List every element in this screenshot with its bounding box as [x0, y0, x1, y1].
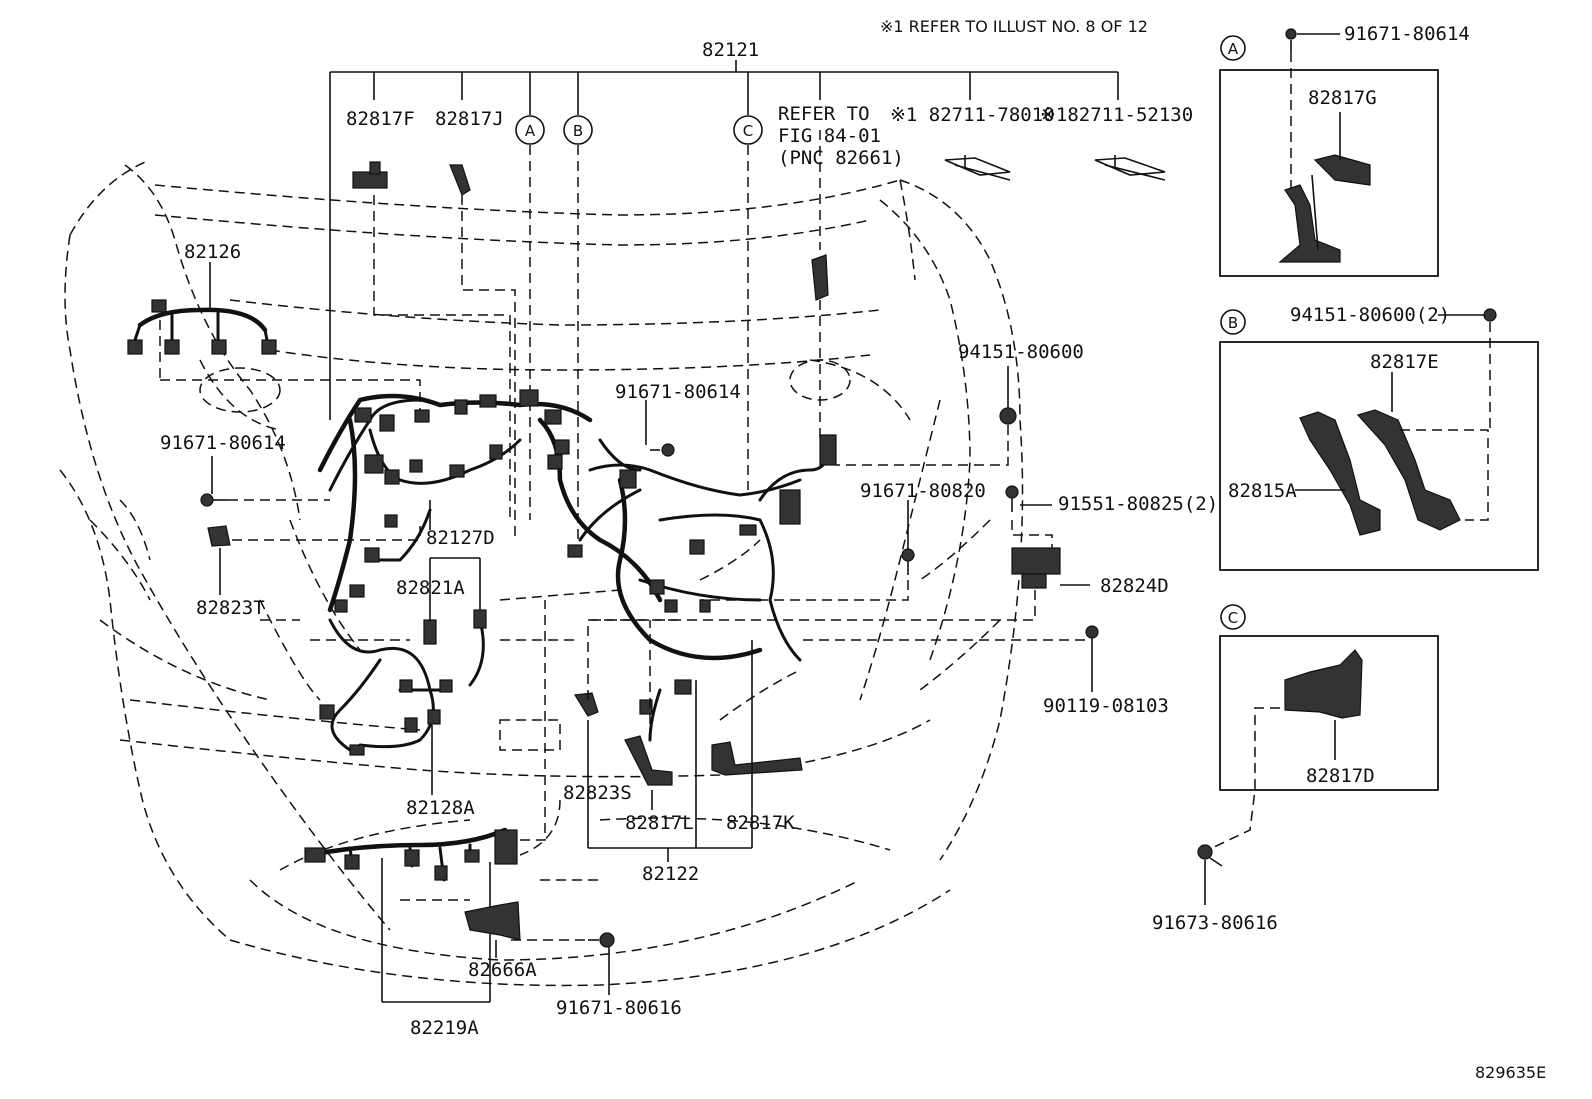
part-82666A — [464, 901, 521, 958]
label-91671-80616: 91671-80616 — [556, 997, 682, 1019]
part-82711-52130 — [1094, 155, 1166, 181]
header-note: ※1 REFER TO ILLUST NO. 8 OF 12 — [880, 17, 1148, 36]
label-82122: 82122 — [642, 863, 699, 885]
part-82711-78010 — [944, 155, 1011, 181]
harness-82126 — [127, 262, 277, 355]
part-82824D — [590, 520, 1090, 621]
label-82817K: 82817K — [726, 812, 795, 834]
svg-text:A: A — [1228, 40, 1239, 58]
bracket-82127D-82821A — [423, 500, 487, 645]
part-82817F — [352, 161, 388, 189]
inset-b — [1219, 308, 1539, 571]
label-refer-to-1: REFER TO — [778, 103, 870, 125]
label-ref1-82711-52130: ※182711-52130 — [1040, 104, 1193, 126]
label-91551-80825-2: 91551-80825(2) — [1058, 493, 1218, 515]
parts-82122-group — [573, 619, 803, 862]
harness-82121-bracket — [329, 60, 1119, 420]
label-82128A: 82128A — [406, 797, 475, 819]
label-91671-80614-top: 91671-80614 — [1344, 23, 1470, 45]
label-82121: 82121 — [702, 39, 759, 61]
label-82817J: 82817J — [435, 108, 504, 130]
callout-a-main: A — [515, 115, 545, 145]
label-82666A: 82666A — [468, 959, 537, 981]
callout-c-main: C — [733, 115, 763, 145]
label-82815A: 82815A — [1228, 480, 1297, 502]
label-94151-80600-2: 94151-80600(2) — [1290, 304, 1450, 326]
label-82817G: 82817G — [1308, 87, 1377, 109]
svg-text:B: B — [1228, 314, 1238, 332]
label-91671-80820: 91671-80820 — [860, 480, 986, 502]
label-82817F: 82817F — [346, 108, 415, 130]
harness-82219A — [304, 600, 546, 1003]
svg-text:C: C — [743, 122, 753, 140]
inset-c — [1197, 635, 1439, 905]
svg-text:C: C — [1228, 609, 1238, 627]
label-82824D: 82824D — [1100, 575, 1169, 597]
label-82817E: 82817E — [1370, 351, 1439, 373]
part-82817J — [449, 164, 471, 196]
label-82127D: 82127D — [426, 527, 495, 549]
part-refer-82661 — [811, 254, 829, 301]
fasteners-main — [200, 366, 1099, 995]
label-82823T: 82823T — [196, 597, 265, 619]
label-91671-80614-left: 91671-80614 — [160, 432, 286, 454]
label-82126: 82126 — [184, 241, 241, 263]
label-82817D: 82817D — [1306, 765, 1375, 787]
top-leaders — [159, 130, 821, 560]
label-91671-80614-mid: 91671-80614 — [615, 381, 741, 403]
label-82817L: 82817L — [625, 812, 694, 834]
label-refer-to-3: (PNC 82661) — [778, 147, 904, 169]
callout-b-inset: B — [1220, 309, 1246, 335]
label-91673-80616: 91673-80616 — [1152, 912, 1278, 934]
harness-connectors — [319, 389, 837, 756]
label-ref1-82711-78010: ※1 82711-78010 — [890, 104, 1055, 126]
engine-bay-outline — [59, 159, 1024, 987]
callout-a-inset: A — [1220, 35, 1246, 61]
label-refer-to-2: FIG 84-01 — [778, 125, 881, 147]
inset-a — [1219, 28, 1439, 277]
svg-text:A: A — [525, 122, 536, 140]
label-94151-80600: 94151-80600 — [958, 341, 1084, 363]
part-82823T — [207, 520, 421, 595]
callout-b-main: B — [563, 115, 593, 145]
label-82219A: 82219A — [410, 1017, 479, 1039]
label-82821A: 82821A — [396, 577, 465, 599]
callout-c-inset: C — [1220, 604, 1246, 630]
svg-text:B: B — [573, 122, 583, 140]
footer-code: 829635E — [1475, 1063, 1546, 1082]
label-90119-08103: 90119-08103 — [1043, 695, 1169, 717]
label-82823S: 82823S — [563, 782, 632, 804]
